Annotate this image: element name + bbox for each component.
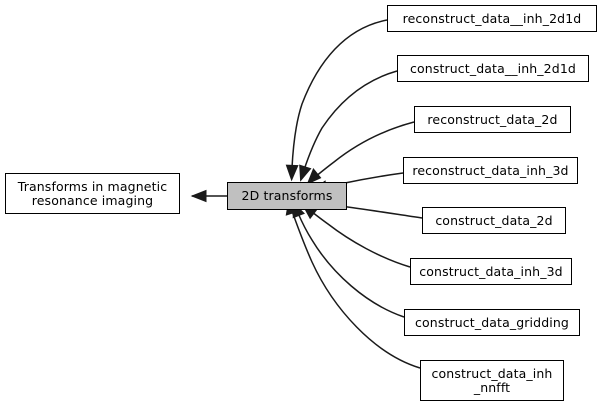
node-construct-data-2d[interactable]: construct_data_2d [422, 207, 566, 234]
edge-construct-data-inh-2d1d-to-center [299, 70, 398, 182]
edge-construct-data-inh-3d-to-center [302, 204, 411, 268]
node-construct-data-inh-nnfft[interactable]: construct_data_inh _nnfft [420, 360, 564, 401]
edge-reconstruct-data-2d-to-center [306, 121, 415, 185]
node-construct-data-gridding[interactable]: construct_data_gridding [404, 309, 580, 336]
node-center-label: 2D transforms [241, 188, 333, 203]
node-parent-label: Transforms in magnetic resonance imaging [17, 178, 168, 208]
node-caller-label: reconstruct_data__inh_2d1d [402, 10, 582, 26]
node-reconstruct-data-inh-3d[interactable]: reconstruct_data_inh_3d [403, 157, 578, 184]
node-caller-label: construct_data_gridding [415, 314, 569, 330]
node-caller-label: construct_data_inh_3d [419, 263, 563, 279]
node-reconstruct-data-inh-2d1d[interactable]: reconstruct_data__inh_2d1d [387, 5, 597, 32]
node-reconstruct-data-2d[interactable]: reconstruct_data_2d [414, 106, 571, 133]
node-caller-label: reconstruct_data_inh_3d [412, 162, 569, 178]
node-caller-label: construct_data_2d [435, 212, 553, 228]
node-2d-transforms[interactable]: 2D transforms [227, 182, 347, 210]
edge-construct-data-inh-nnfft-to-center [285, 199, 421, 369]
node-construct-data-inh-2d1d[interactable]: construct_data__inh_2d1d [397, 55, 589, 82]
node-caller-label: reconstruct_data_2d [427, 111, 558, 127]
node-construct-data-inh-3d[interactable]: construct_data_inh_3d [410, 258, 572, 285]
node-caller-label: construct_data_inh _nnfft [431, 365, 553, 395]
node-caller-label: construct_data__inh_2d1d [410, 60, 576, 76]
edge-center-to-parent [190, 189, 227, 203]
edge-reconstruct-data-inh-2d1d-to-center [285, 19, 388, 182]
node-transforms-in-magnetic-resonance-imaging[interactable]: Transforms in magnetic resonance imaging [5, 173, 180, 214]
edge-construct-data-gridding-to-center [292, 202, 405, 318]
